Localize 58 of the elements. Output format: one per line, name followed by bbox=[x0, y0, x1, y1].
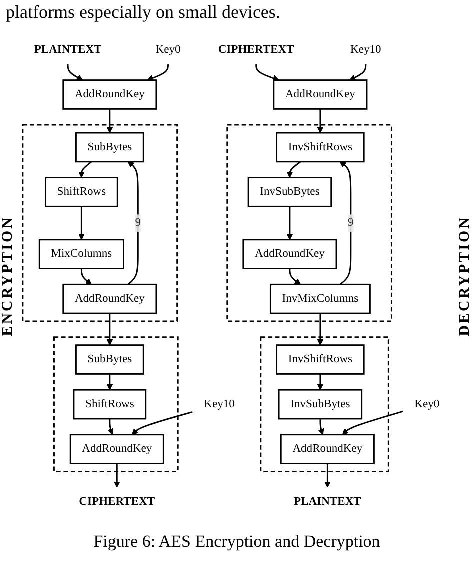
side-label: DECRYPTION bbox=[457, 216, 474, 336]
node-box: ShiftRows bbox=[73, 389, 147, 420]
arrow bbox=[318, 418, 324, 436]
arrow bbox=[350, 64, 367, 81]
node-box: AddRoundKey bbox=[62, 284, 158, 314]
node-box: InvSubBytes bbox=[248, 177, 332, 208]
arrow bbox=[78, 206, 85, 240]
arrow bbox=[289, 268, 302, 285]
node-text: PLAINTEXT bbox=[294, 496, 362, 508]
arrow bbox=[317, 109, 324, 134]
node-box: MixColumns bbox=[38, 239, 124, 270]
arrow bbox=[256, 64, 280, 82]
node-text: CIPHERTEXT bbox=[79, 496, 156, 508]
cluster bbox=[226, 124, 392, 322]
figure-caption: Figure 6: AES Encryption and Decryption bbox=[92, 531, 382, 552]
node-box: SubBytes bbox=[76, 344, 144, 375]
node-box: AddRoundKey bbox=[62, 80, 158, 110]
node-box: AddRoundKey bbox=[242, 239, 338, 270]
node-box: AddRoundKey bbox=[280, 434, 375, 464]
node-box: SubBytes bbox=[76, 132, 144, 163]
arrow bbox=[106, 109, 114, 134]
arrow bbox=[78, 161, 92, 178]
arrow bbox=[342, 410, 404, 436]
arrow bbox=[67, 64, 84, 81]
edge-label: 9 bbox=[348, 216, 354, 230]
side-label: ENCRYPTION bbox=[0, 216, 17, 336]
arrow bbox=[106, 374, 114, 390]
arrow bbox=[317, 374, 324, 390]
node-box: InvMixColumns bbox=[270, 284, 371, 314]
arrow bbox=[324, 464, 331, 488]
arrow bbox=[132, 411, 193, 436]
node-text: Key0 bbox=[156, 43, 181, 56]
arrow bbox=[340, 162, 352, 286]
cluster bbox=[54, 336, 179, 472]
arrow bbox=[286, 161, 302, 178]
node-text: Key10 bbox=[350, 43, 382, 56]
node-box: InvShiftRows bbox=[276, 344, 365, 375]
arrow bbox=[128, 162, 139, 286]
arrow bbox=[80, 268, 92, 285]
arrow bbox=[106, 314, 114, 346]
node-text: Key10 bbox=[204, 398, 235, 410]
arrow bbox=[114, 464, 120, 488]
node-box: ShiftRows bbox=[45, 177, 118, 208]
arrow bbox=[108, 418, 114, 436]
body-text-fragment: platforms especially on small devices. bbox=[5, 1, 282, 24]
arrow bbox=[286, 206, 294, 240]
node-text: CIPHERTEXT bbox=[218, 43, 294, 56]
node-box: InvSubBytes bbox=[278, 389, 363, 420]
node-box: AddRoundKey bbox=[273, 80, 368, 110]
cluster bbox=[260, 336, 390, 472]
arrow bbox=[317, 314, 324, 346]
cluster bbox=[22, 124, 178, 322]
arrow bbox=[147, 64, 169, 82]
node-text: Key0 bbox=[414, 398, 440, 410]
node-box: InvShiftRows bbox=[276, 132, 365, 163]
node-box: AddRoundKey bbox=[70, 434, 164, 464]
node-text: PLAINTEXT bbox=[34, 43, 102, 56]
edge-label: 9 bbox=[135, 216, 142, 230]
